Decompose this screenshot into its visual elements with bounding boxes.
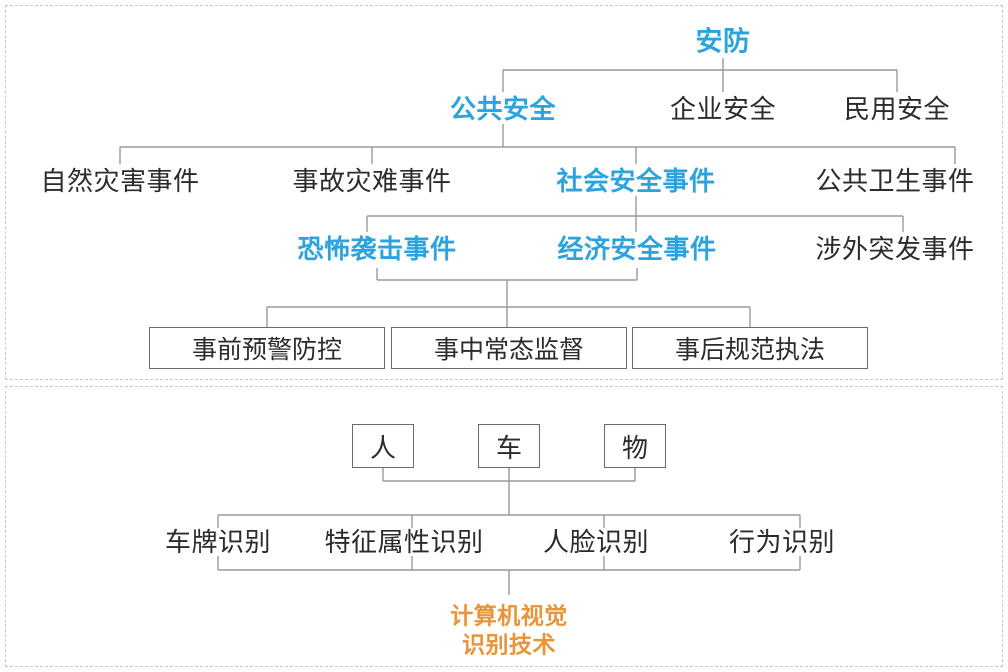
box-post-event-enforcement[interactable]: 事后规范执法 — [632, 327, 868, 369]
node-natural-disaster-event[interactable]: 自然灾害事件 — [40, 166, 200, 197]
node-terror-attack-event[interactable]: 恐怖袭击事件 — [297, 234, 457, 265]
node-feature-attribute-recognition[interactable]: 特征属性识别 — [324, 527, 484, 558]
node-enterprise-security[interactable]: 企业安全 — [669, 94, 777, 125]
security-domain-panel — [5, 5, 1003, 380]
computer-vision-panel — [5, 386, 1003, 667]
node-computer-vision-technology[interactable]: 计算机视觉 识别技术 — [450, 601, 568, 659]
node-root-security[interactable]: 安防 — [695, 26, 751, 57]
node-public-security[interactable]: 公共安全 — [449, 94, 557, 125]
node-face-recognition[interactable]: 人脸识别 — [542, 527, 650, 558]
node-foreign-related-emergency-event[interactable]: 涉外突发事件 — [815, 234, 975, 265]
box-pre-event-warning[interactable]: 事前预警防控 — [149, 327, 385, 369]
node-social-security-event[interactable]: 社会安全事件 — [556, 166, 716, 197]
cv-footer-line1: 计算机视觉 — [450, 602, 568, 629]
node-behavior-recognition[interactable]: 行为识别 — [728, 527, 836, 558]
node-civil-security[interactable]: 民用安全 — [843, 94, 951, 125]
box-target-vehicle[interactable]: 车 — [478, 424, 540, 468]
box-target-person[interactable]: 人 — [352, 424, 414, 468]
cv-footer-line2: 识别技术 — [462, 631, 556, 657]
box-target-object[interactable]: 物 — [604, 424, 666, 468]
node-public-health-event[interactable]: 公共卫生事件 — [815, 166, 975, 197]
node-accident-disaster-event[interactable]: 事故灾难事件 — [292, 166, 452, 197]
box-during-event-supervision[interactable]: 事中常态监督 — [391, 327, 627, 369]
node-license-plate-recognition[interactable]: 车牌识别 — [164, 527, 272, 558]
node-economic-security-event[interactable]: 经济安全事件 — [557, 234, 717, 265]
